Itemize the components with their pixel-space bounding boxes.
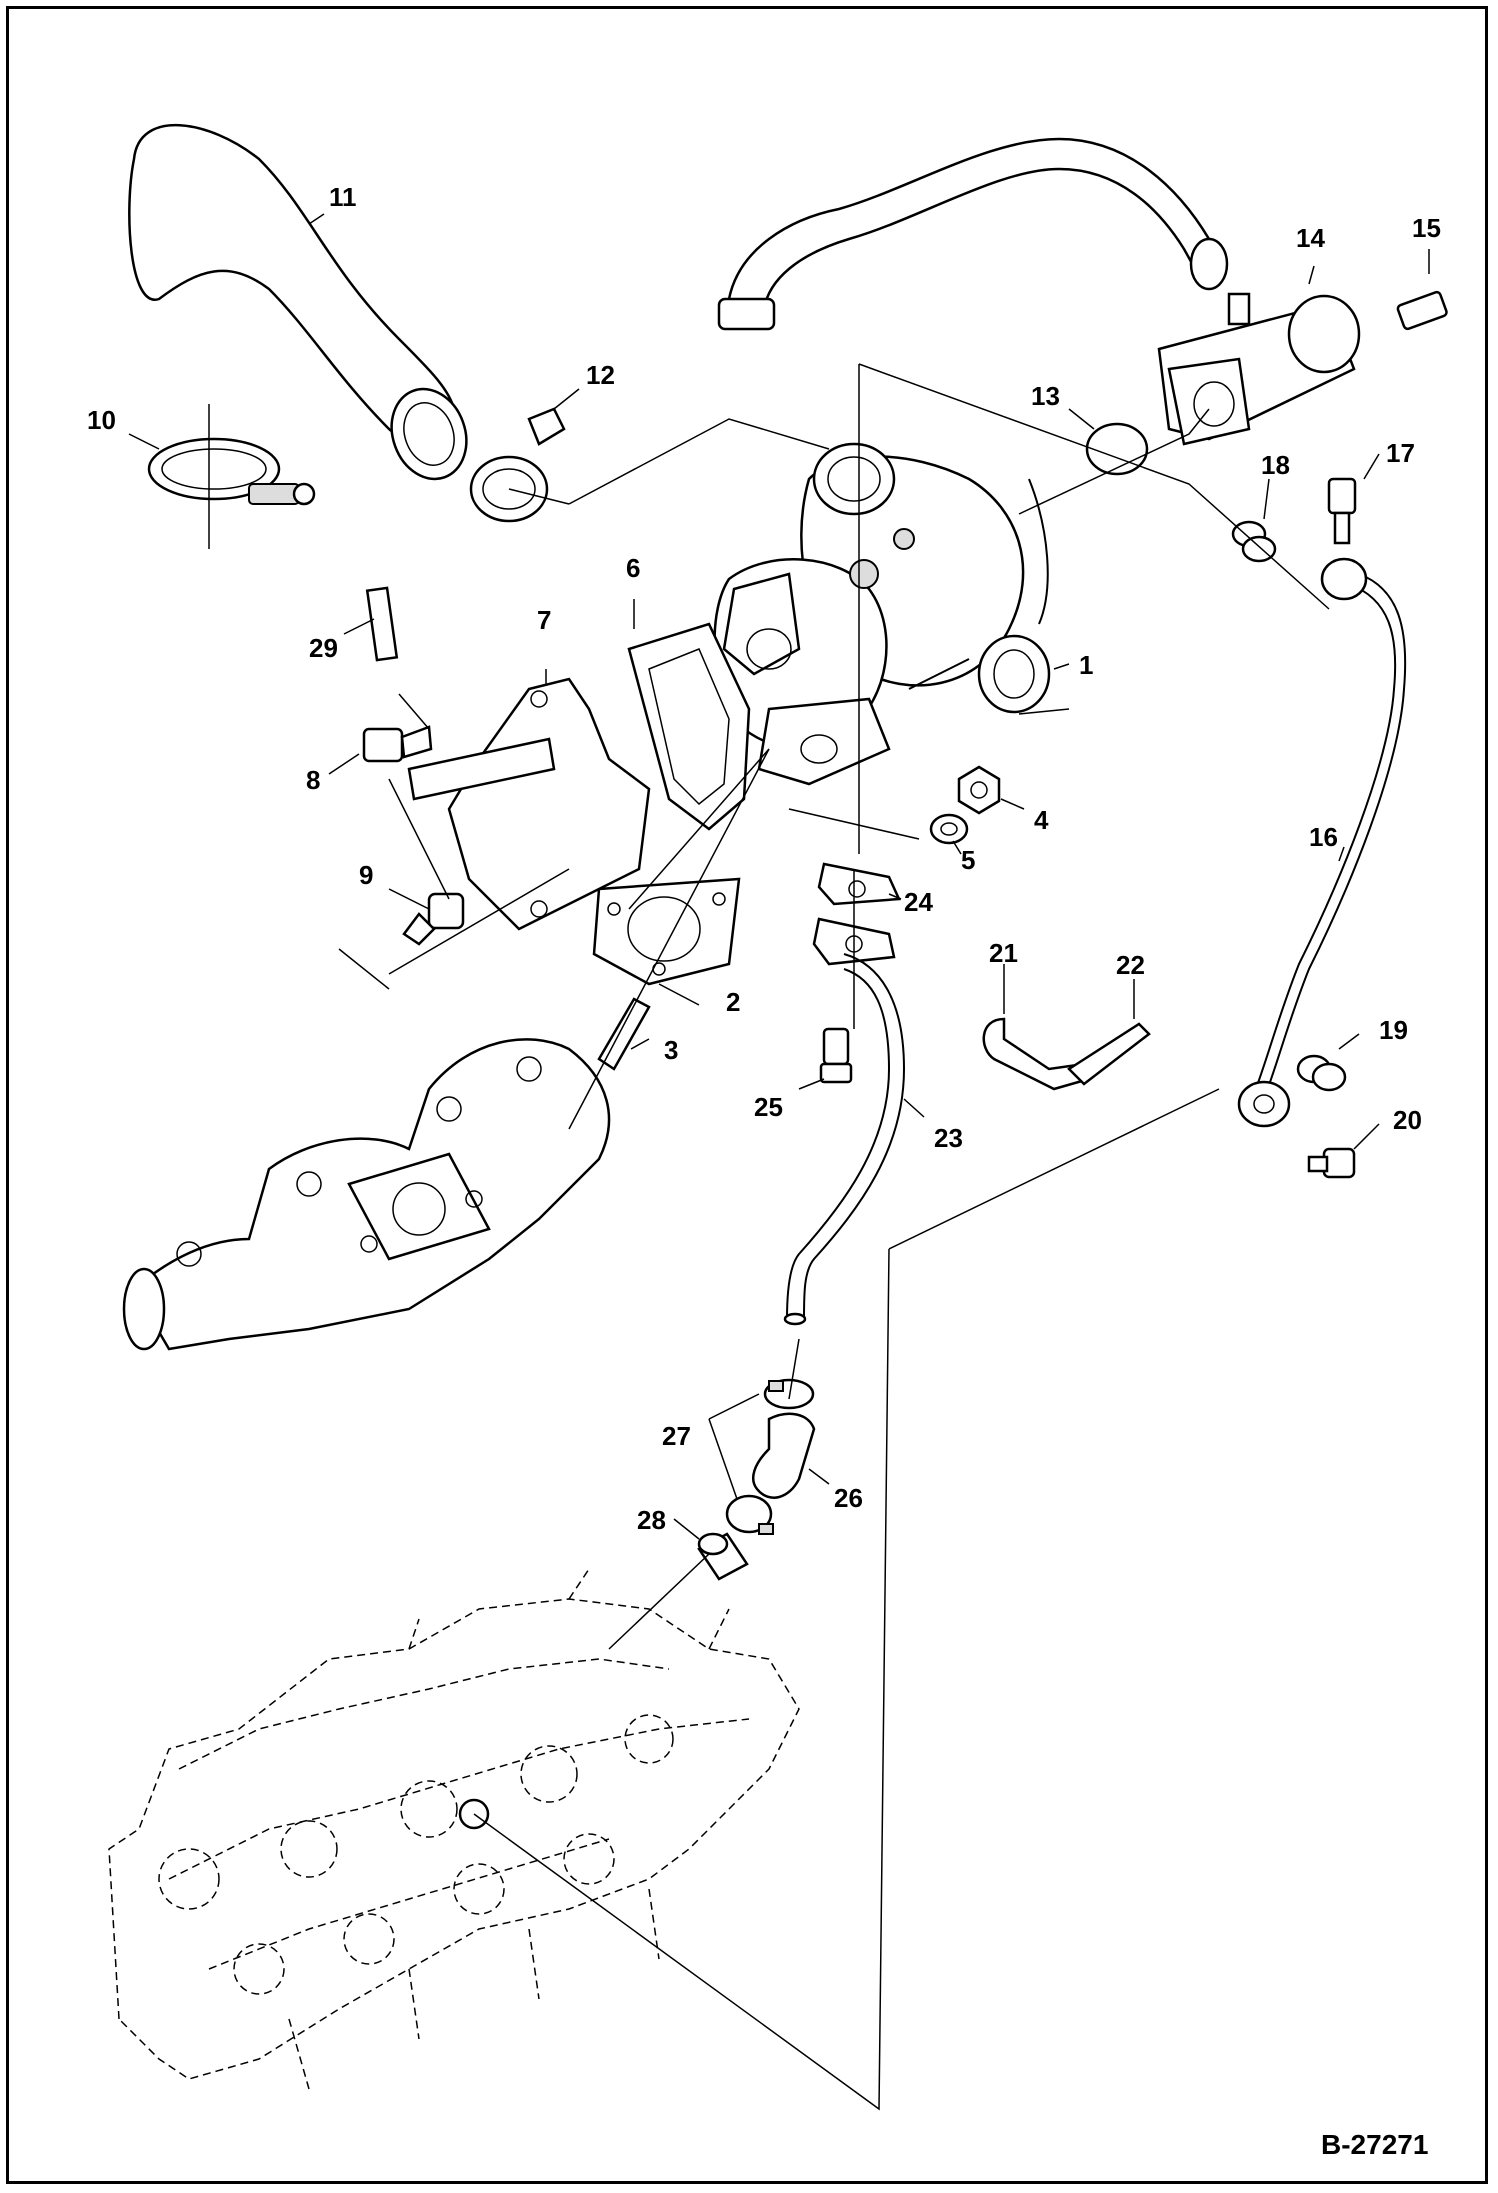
stud-29 [365, 586, 399, 662]
oil-feed-pipe [1237, 557, 1407, 1128]
callout-8: 8 [306, 765, 320, 795]
oil-return-pipe [783, 953, 906, 1326]
callout-7: 7 [537, 605, 551, 635]
callout-29: 29 [309, 633, 338, 663]
bolt-8 [362, 725, 433, 763]
stud [597, 997, 651, 1071]
callout-labels: 1 2 3 4 5 6 7 8 9 10 11 12 13 14 15 16 1… [87, 182, 1441, 1535]
banjo-bolt-15 [1396, 290, 1448, 331]
bolt-9 [402, 892, 465, 946]
callout-6: 6 [626, 553, 640, 583]
callout-3: 3 [664, 1035, 678, 1065]
callout-26: 26 [834, 1483, 863, 1513]
clip-21 [982, 1017, 1091, 1091]
fitting-25 [819, 1027, 853, 1084]
washer-5 [929, 813, 969, 845]
callout-16: 16 [1309, 822, 1338, 852]
drawing-code: B-27271 [1321, 2129, 1428, 2160]
engine-block [108, 1568, 800, 2090]
gasket-24a [817, 862, 901, 906]
callout-1: 1 [1079, 650, 1093, 680]
callout-24: 24 [904, 887, 933, 917]
callout-15: 15 [1412, 213, 1441, 243]
bracket [407, 677, 651, 931]
banjo-bolt-20 [1307, 1147, 1356, 1179]
routing-lines [208, 363, 1330, 2111]
gasket-turbo [627, 622, 751, 831]
callout-12: 12 [586, 360, 615, 390]
callout-17: 17 [1386, 438, 1415, 468]
intake-hose [128, 124, 468, 481]
exploded-parts-diagram: 1 2 3 4 5 6 7 8 9 10 11 12 13 14 15 16 1… [87, 124, 1448, 2160]
fitting-28 [697, 1532, 749, 1581]
washers-19 [1296, 1054, 1347, 1092]
gasket-flange [592, 877, 741, 986]
breather-hose [717, 137, 1229, 331]
turbocharger [713, 442, 1051, 786]
callout-5: 5 [961, 845, 975, 875]
callout-21: 21 [989, 938, 1018, 968]
callout-18: 18 [1261, 450, 1290, 480]
hose-clamp-large [147, 437, 316, 506]
callout-9: 9 [359, 860, 373, 890]
banjo-bolt-17 [1327, 477, 1357, 545]
clamp-27-upper [763, 1378, 815, 1410]
outlet-pipe [1157, 292, 1361, 446]
clamp-27-lower [725, 1494, 774, 1535]
hose-26 [752, 1412, 816, 1499]
callout-28: 28 [637, 1505, 666, 1535]
exhaust-manifold [122, 1038, 611, 1351]
nut-4 [957, 765, 1001, 815]
callout-10: 10 [87, 405, 116, 435]
callout-25: 25 [754, 1092, 783, 1122]
strip-22 [1067, 1022, 1151, 1086]
callout-4: 4 [1034, 805, 1049, 835]
callout-13: 13 [1031, 381, 1060, 411]
hose-clamp-small [469, 407, 566, 523]
leader-lines [128, 213, 1430, 1540]
callout-19: 19 [1379, 1015, 1408, 1045]
callout-23: 23 [934, 1123, 963, 1153]
callout-11: 11 [329, 182, 357, 212]
diagram-frame: 1 2 3 4 5 6 7 8 9 10 11 12 13 14 15 16 1… [6, 6, 1488, 2184]
callout-2: 2 [726, 987, 740, 1017]
callout-27: 27 [662, 1421, 691, 1451]
callout-14: 14 [1296, 223, 1325, 253]
o-ring [1085, 422, 1149, 476]
callout-20: 20 [1393, 1105, 1422, 1135]
callout-22: 22 [1116, 950, 1145, 980]
washers-18 [1231, 520, 1277, 563]
